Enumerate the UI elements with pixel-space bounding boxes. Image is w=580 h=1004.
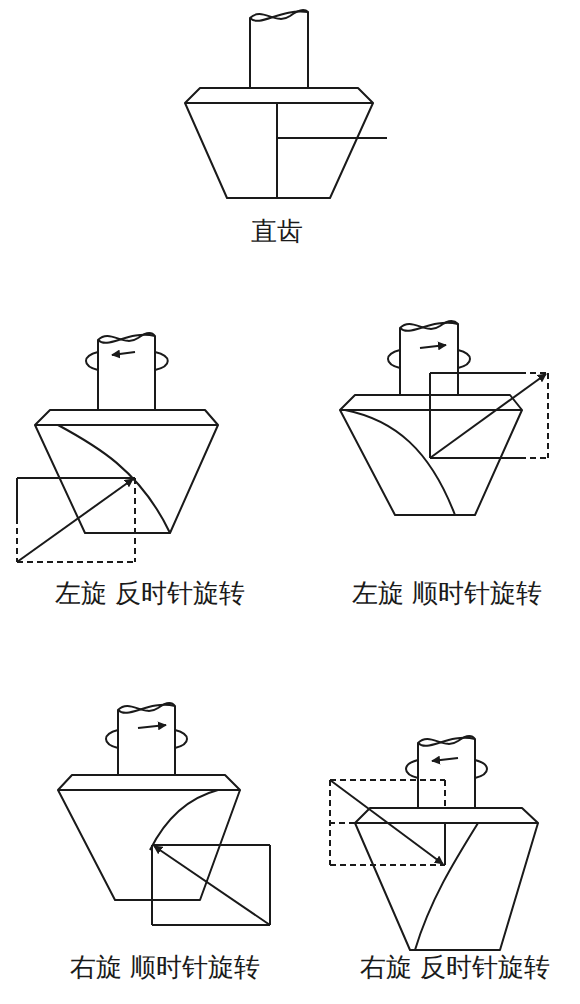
right-hand-ccw-gear	[330, 736, 538, 950]
gear-caption: 右旋 顺时针旋转	[70, 952, 260, 982]
right-hand-cw-gear	[58, 703, 270, 925]
left-hand-cw-gear	[340, 321, 548, 515]
gear-caption: 右旋 反时针旋转	[360, 952, 550, 982]
gear-caption: 左旋 反时针旋转	[55, 578, 245, 608]
left-hand-ccw-gear	[17, 333, 218, 562]
straight-bevel-gear	[185, 10, 387, 198]
gear-caption: 直齿	[251, 216, 303, 246]
gear-caption: 左旋 顺时针旋转	[352, 578, 542, 608]
